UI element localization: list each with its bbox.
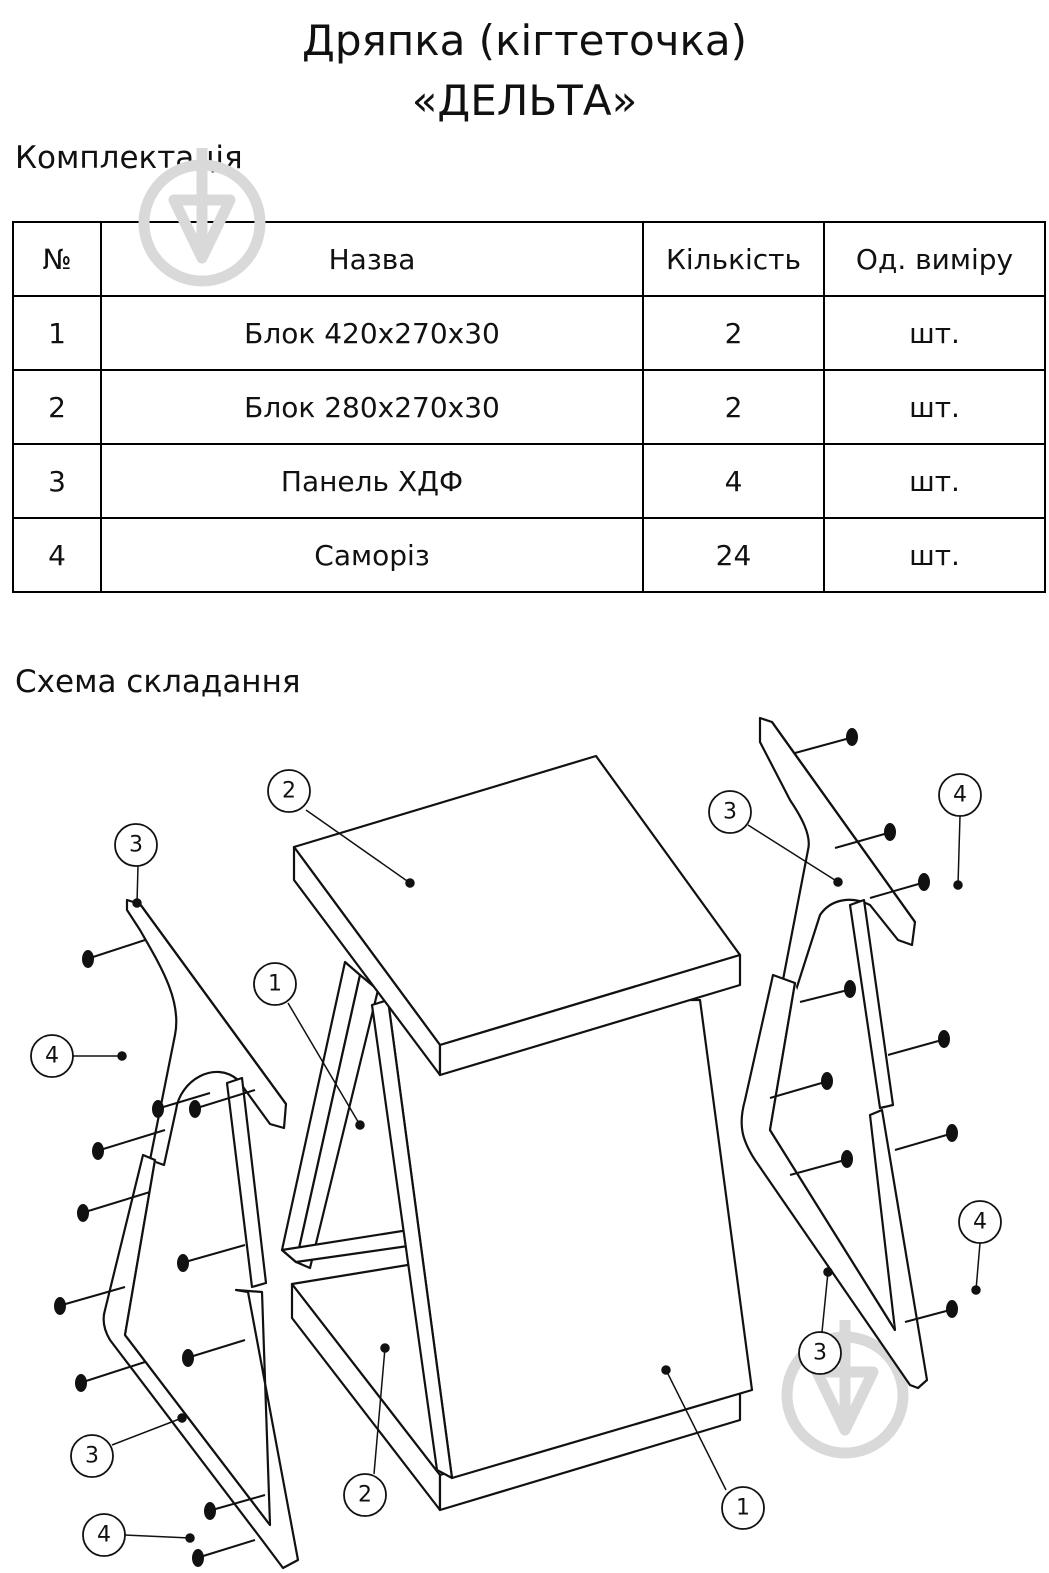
- screw-icon: [192, 1539, 256, 1567]
- row-unit: шт.: [823, 517, 1046, 593]
- screw-icon: [789, 1150, 853, 1176]
- assembly-diagram: 2 1 3 4 3 4 2 1 3 4 3 4: [30, 716, 1002, 1570]
- callout-label: 1: [736, 1496, 750, 1521]
- right-panel-3-lower: [740, 973, 929, 1390]
- header-unit: Од. виміру: [823, 221, 1046, 297]
- row-name: Блок 280х270х30: [100, 369, 644, 445]
- screw-icon: [182, 1339, 246, 1367]
- row-name: Блок 420х270х30: [100, 295, 644, 371]
- row-unit: шт.: [823, 369, 1046, 445]
- callouts: [30, 769, 1002, 1557]
- callout-label: 4: [45, 1044, 59, 1069]
- screw-icon: [904, 1300, 958, 1323]
- watermark-download-icon: [138, 148, 266, 287]
- table-row: 1 Блок 420х270х30 2 шт.: [12, 295, 1046, 371]
- screw-icon: [794, 728, 858, 754]
- row-number: 4: [12, 517, 102, 593]
- watermark-download-icon: [781, 1320, 909, 1459]
- left-panel-3-upper: [125, 898, 288, 1289]
- table-row: 3 Панель ХДФ 4 шт.: [12, 443, 1046, 519]
- table-row: 2 Блок 280х270х30 2 шт.: [12, 369, 1046, 445]
- callout-label: 4: [973, 1210, 987, 1235]
- document-title: Дряпка (кігтеточка): [302, 16, 747, 65]
- screw-icon: [152, 1092, 211, 1118]
- side-block-1-left: [280, 960, 452, 1270]
- screw-icon: [54, 1286, 126, 1315]
- header-quantity: Кількість: [642, 221, 825, 297]
- screw-icon: [894, 1124, 958, 1151]
- screw-icon: [75, 1361, 146, 1392]
- callout-label: 3: [813, 1341, 827, 1366]
- screw-icon: [189, 1089, 256, 1118]
- row-name: Панель ХДФ: [100, 443, 644, 519]
- row-name: Саморіз: [100, 517, 644, 593]
- assembly-heading: Схема складання: [15, 664, 301, 700]
- callout-label: 2: [358, 1483, 372, 1508]
- row-number: 3: [12, 443, 102, 519]
- screw-icon: [92, 1129, 166, 1160]
- callout-label: 3: [723, 800, 737, 825]
- row-unit: шт.: [823, 295, 1046, 371]
- header-number: №: [12, 221, 102, 297]
- callout-label: 1: [268, 972, 282, 997]
- screw-icon: [887, 1030, 950, 1056]
- screw-icon: [177, 1244, 246, 1272]
- screw-icon: [769, 1072, 833, 1099]
- row-quantity: 2: [642, 295, 825, 371]
- callout-label: 4: [97, 1523, 111, 1548]
- document-subtitle: «ДЕЛЬТА»: [411, 76, 638, 125]
- screw-icon: [799, 980, 856, 1003]
- right-panel-3-upper: [758, 716, 917, 1110]
- screw-icon: [82, 939, 146, 968]
- callout-label: 3: [129, 833, 143, 858]
- callout-label: 3: [85, 1444, 99, 1469]
- leader-lines: [72, 809, 981, 1543]
- table-row: 4 Саморіз 24 шт.: [12, 517, 1046, 593]
- callout-label: 4: [953, 783, 967, 808]
- front-block-1: [370, 998, 754, 1480]
- callout-label: 2: [282, 779, 296, 804]
- screw-icon: [869, 873, 930, 899]
- screw-icon: [834, 823, 896, 849]
- row-quantity: 24: [642, 517, 825, 593]
- left-panel-3-lower: [102, 1153, 300, 1570]
- row-quantity: 4: [642, 443, 825, 519]
- top-block-2: [292, 754, 742, 1077]
- screw-icon: [77, 1191, 151, 1222]
- screw-icon: [204, 1494, 266, 1520]
- row-unit: шт.: [823, 443, 1046, 519]
- screws: [54, 728, 958, 1567]
- row-number: 1: [12, 295, 102, 371]
- row-number: 2: [12, 369, 102, 445]
- row-quantity: 2: [642, 369, 825, 445]
